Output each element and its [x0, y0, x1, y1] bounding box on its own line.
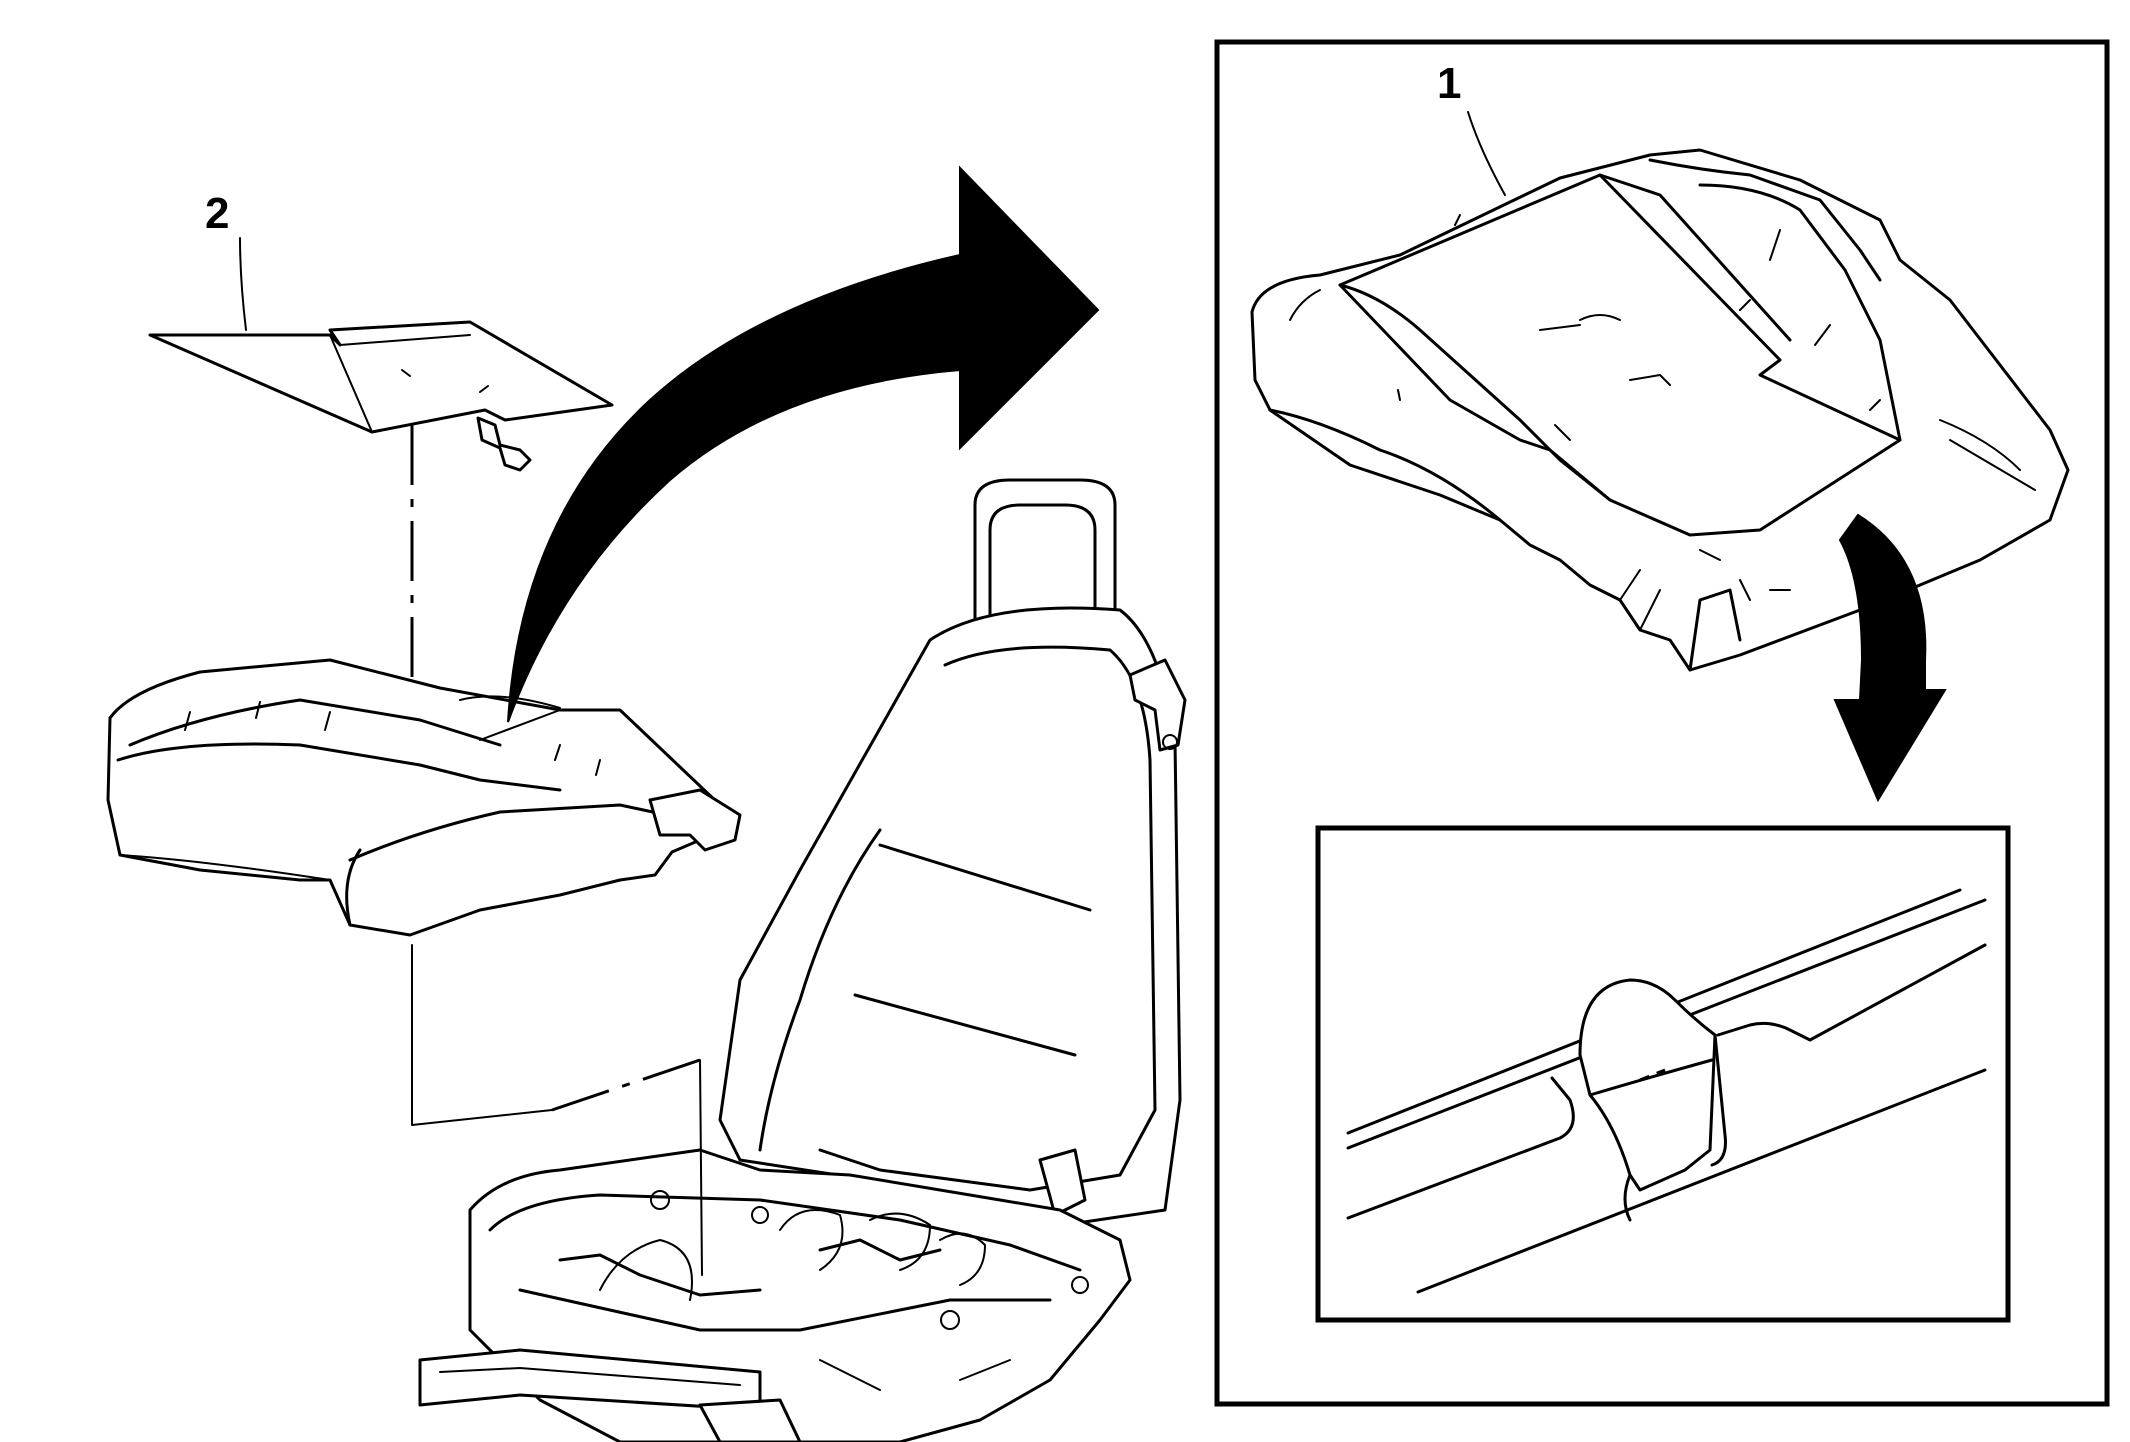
seat-frame [418, 1148, 1132, 1442]
seat-cushion [106, 658, 742, 937]
seat-cover-panel [148, 320, 614, 472]
svg-text:2: 2 [205, 189, 229, 238]
alignment-line-dashed [551, 1058, 701, 1112]
callout-2: 2 [205, 189, 247, 331]
zoom-arrow [1833, 513, 1947, 803]
svg-text:1: 1 [1437, 59, 1461, 108]
callout-1: 1 [1437, 59, 1506, 196]
detail-frame [1214, 39, 2110, 1407]
zoom-inset-frame [1315, 825, 2011, 1323]
seat-assembly [718, 478, 1187, 1232]
alignment-line-right [699, 1059, 703, 1276]
alignment-line-left [411, 944, 553, 1126]
transfer-arrow [507, 165, 1100, 723]
zoom-inset-detail [1346, 888, 1987, 1294]
cushion-detail [1250, 148, 2070, 672]
